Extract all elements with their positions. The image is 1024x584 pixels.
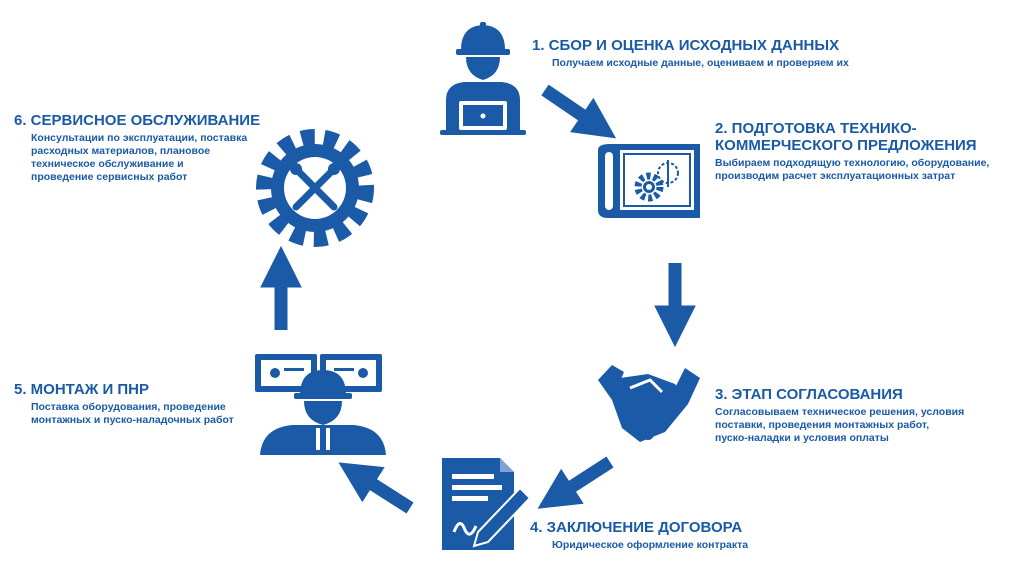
step-2-title: 2. ПОДГОТОВКА ТЕХНИКО- КОММЕРЧЕСКОГО ПРЕ… <box>715 120 977 154</box>
step-2: 2. ПОДГОТОВКА ТЕХНИКО- КОММЕРЧЕСКОГО ПРЕ… <box>715 120 1015 183</box>
blueprint-gear-icon <box>598 144 700 218</box>
step-4-title: 4. ЗАКЛЮЧЕНИЕ ДОГОВОРА <box>530 519 743 536</box>
engineer-monitors-icon <box>255 354 386 455</box>
step-4-description: Юридическое оформление контракта <box>552 539 749 551</box>
handshake-icon <box>598 365 700 442</box>
step-5-description: Поставка оборудования, проведение монтаж… <box>31 401 234 426</box>
step-4: 4. ЗАКЛЮЧЕНИЕ ДОГОВОРА Юридическое оформ… <box>530 519 830 552</box>
step-3: 3. ЭТАП СОГЛАСОВАНИЯ Согласовываем техни… <box>715 386 1015 445</box>
contract-pen-icon <box>442 458 532 550</box>
step-1-title: 1. СБОР И ОЦЕНКА ИСХОДНЫХ ДАННЫХ <box>532 37 840 54</box>
gear-tools-icon <box>256 129 374 247</box>
step-5-title: 5. МОНТАЖ И ПНР <box>14 381 150 398</box>
arrow-4-to-5 <box>338 462 414 514</box>
step-5: 5. МОНТАЖ И ПНР Поставка оборудования, п… <box>14 381 254 427</box>
arrow-3-to-4 <box>537 456 614 509</box>
step-1: 1. СБОР И ОЦЕНКА ИСХОДНЫХ ДАННЫХ Получае… <box>532 37 932 70</box>
engineer-laptop-icon <box>440 22 526 135</box>
step-2-description: Выбираем подходящую технологию, оборудов… <box>715 157 990 182</box>
step-3-title: 3. ЭТАП СОГЛАСОВАНИЯ <box>715 386 903 403</box>
arrow-1-to-2 <box>541 84 617 139</box>
step-6-title: 6. СЕРВИСНОЕ ОБСЛУЖИВАНИЕ <box>14 112 261 129</box>
step-3-description: Согласовываем техническое решения, услов… <box>715 406 965 444</box>
step-1-description: Получаем исходные данные, оцениваем и пр… <box>552 57 849 69</box>
step-6-description: Консультации по эксплуатации, поставка р… <box>31 132 248 183</box>
step-6: 6. СЕРВИСНОЕ ОБСЛУЖИВАНИЕ Консультации п… <box>14 112 314 184</box>
